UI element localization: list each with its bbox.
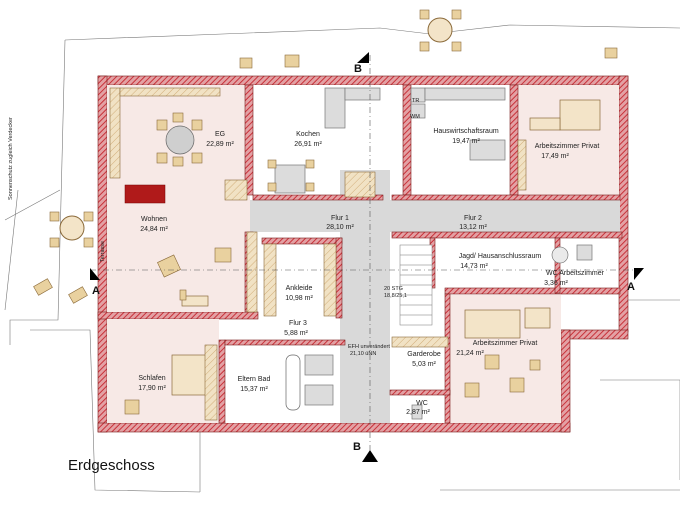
- plan-title: Erdgeschoss: [68, 457, 155, 474]
- furniture: [109, 87, 601, 421]
- room-wc-name: WC: [416, 400, 428, 407]
- section-lines: [90, 55, 640, 450]
- room-flur1-area: 28,10 m²: [326, 224, 354, 231]
- room-flur1-name: Flur 1: [331, 215, 349, 222]
- room-arbeit-bottom-area: 21,24 m²: [456, 350, 484, 357]
- room-garderobe-area: 5,03 m²: [412, 361, 436, 368]
- room-wohnen-name: Wohnen: [141, 216, 167, 223]
- room-jagd-name: Jagd/ Hausanschlussraum: [459, 253, 542, 260]
- north-arrow-b-bottom: B: [353, 441, 378, 462]
- north-arrow-b-top: B: [354, 52, 369, 75]
- room-flur3-name: Flur 3: [289, 320, 307, 327]
- eg-table: [165, 125, 195, 155]
- wm-label: WM: [410, 114, 420, 120]
- tr-label: TR: [412, 98, 419, 104]
- room-ankleide-name: Ankleide: [286, 285, 313, 292]
- stair-ratio-label: 18,8/25,1: [384, 293, 407, 299]
- room-schlafen-area: 17,90 m²: [138, 385, 166, 392]
- section-a-label-right: A: [627, 281, 635, 293]
- room-flur3-area: 5,88 m²: [284, 330, 308, 337]
- section-arrow-a-left: A: [90, 268, 100, 297]
- room-arbeit-top-area: 17,49 m²: [541, 153, 569, 160]
- side-note-label: Sonnenschutz zugleich Verdecker: [8, 117, 14, 200]
- room-arbeit-bottom-name: Arbeitszimmer Privat: [473, 340, 538, 347]
- room-flur2-name: Flur 2: [464, 215, 482, 222]
- exterior-walls: [97, 75, 629, 433]
- room-eltern-bad-area: 15,37 m²: [240, 386, 268, 393]
- room-schlafen-name: Schlafen: [138, 375, 165, 382]
- room-flur2-area: 13,12 m²: [459, 224, 487, 231]
- outdoor-furniture: [33, 9, 618, 304]
- room-eg-name: EG: [215, 131, 225, 138]
- efh-level-label: 21,10 üNN: [350, 351, 376, 357]
- section-b-label-top: B: [354, 63, 362, 75]
- staircase: [399, 244, 433, 326]
- room-eltern-bad-name: Eltern Bad: [238, 376, 271, 383]
- misc-labels: TR WM 20 STG 18,8/25,1 EFH unverändert 2…: [8, 98, 420, 357]
- room-kochen-area: 26,91 m²: [294, 141, 322, 148]
- section-arrow-a-right: A: [627, 268, 644, 293]
- stair-steps-label: 20 STG: [384, 286, 403, 292]
- room-wc-arbeit-area: 3,36 m²: [544, 280, 568, 287]
- room-wc-area: 2,87 m²: [406, 409, 430, 416]
- room-wohnen-area: 24,84 m²: [140, 226, 168, 233]
- room-eg-area: 22,89 m²: [206, 141, 234, 148]
- room-labels: EG 22,89 m² Kochen 26,91 m² Hauswirtscha…: [138, 128, 604, 416]
- efh-label: EFH unverändert: [348, 344, 390, 350]
- room-garderobe-name: Garderobe: [407, 351, 441, 358]
- interior-walls: [124, 84, 623, 424]
- room-hauswirtschaft-name: Hauswirtschaftsraum: [433, 128, 499, 135]
- room-jagd-area: 14,73 m²: [460, 263, 488, 270]
- room-hauswirtschaft-area: 19,47 m²: [452, 138, 480, 145]
- terrasse-label: Terrasse: [100, 241, 106, 262]
- room-wc-arbeit-name: WC Arbeitszimmer: [546, 270, 605, 277]
- section-b-label-bottom: B: [353, 441, 361, 453]
- room-ankleide-area: 10,98 m²: [285, 295, 313, 302]
- room-arbeit-top-name: Arbeitszimmer Privat: [535, 143, 600, 150]
- room-kochen-name: Kochen: [296, 131, 320, 138]
- room-floors: [107, 85, 620, 423]
- section-a-label-left: A: [92, 285, 100, 297]
